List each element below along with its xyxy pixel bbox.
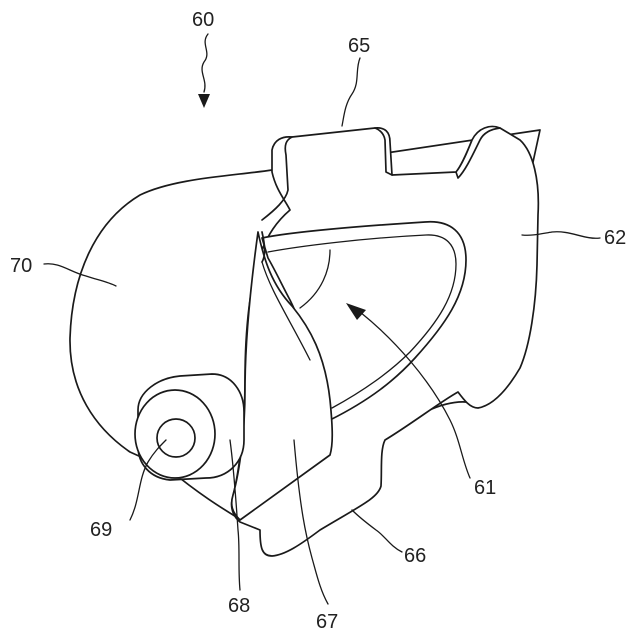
leader-60 — [202, 34, 208, 92]
ref-70: 70 — [10, 255, 32, 277]
bore-69 — [157, 419, 195, 457]
ref-61: 61 — [474, 477, 496, 499]
leader-65 — [342, 58, 360, 126]
ref-67: 67 — [316, 611, 338, 633]
ref-68: 68 — [228, 595, 250, 617]
ref-62: 62 — [604, 227, 626, 249]
ref-60: 60 — [192, 9, 214, 31]
ref-66: 66 — [404, 545, 426, 567]
leader-66 — [352, 510, 402, 552]
ref-69: 69 — [90, 519, 112, 541]
ref-65: 65 — [348, 35, 370, 57]
arrow-60-head — [198, 94, 210, 108]
